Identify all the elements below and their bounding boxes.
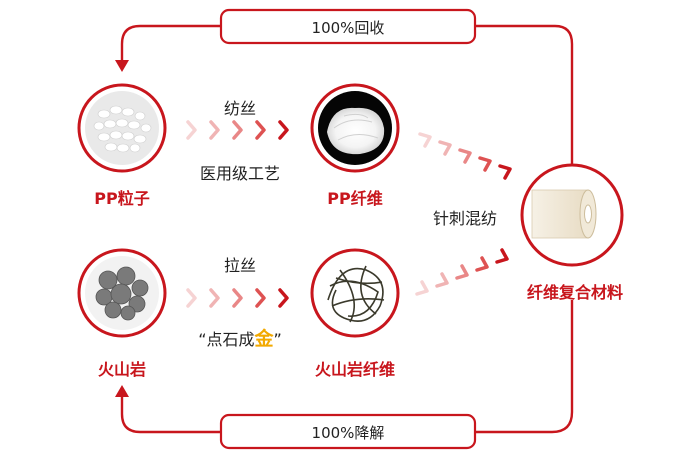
basalt-node — [77, 248, 167, 338]
white-fiber-ball-icon — [327, 107, 385, 155]
recycle-loop — [120, 24, 574, 434]
needle-blend-label: 针刺混纺 — [432, 209, 497, 228]
basalt-fiber-title: 火山岩纤维 — [314, 360, 395, 379]
bottom-loop-line-left — [120, 395, 222, 434]
gold-character: 金 — [254, 328, 274, 350]
quote-close: ” — [273, 330, 282, 349]
quote-open: “ — [198, 330, 207, 349]
basalt-title: 火山岩 — [97, 360, 146, 379]
pp-particle-node — [77, 83, 167, 173]
top-loop-line-right — [475, 24, 574, 165]
bottom-loop-line-right — [475, 300, 574, 434]
composite-node — [520, 163, 624, 267]
pp-fiber-title: PP纤维 — [327, 189, 383, 208]
stone-to-gold-text: 点石成 — [206, 330, 255, 349]
dark-fiber-tangle-icon — [327, 265, 385, 323]
basalt-fiber-node — [310, 248, 400, 338]
recycle-label: 100%回收 — [311, 19, 385, 37]
upper-diagonal-arrows — [418, 132, 512, 180]
white-pellets-icon — [93, 105, 152, 153]
composite-title: 纤维复合材料 — [526, 283, 623, 302]
bottom-loop-arrowhead — [115, 385, 129, 397]
top-loop-line — [120, 24, 222, 62]
gray-volcanic-rocks-icon — [95, 266, 149, 321]
top-loop-arrowhead — [115, 60, 129, 72]
lower-diagonal-arrows — [415, 248, 509, 296]
pp-particle-title: PP粒子 — [94, 189, 150, 208]
top-loop-box — [219, 8, 477, 45]
bottom-process-arrows — [186, 288, 289, 308]
fabric-roll-icon — [531, 189, 597, 239]
stone-to-gold-label: “点石成金” — [160, 324, 320, 351]
bottom-loop-box — [219, 413, 477, 450]
top-process-arrows — [186, 120, 289, 140]
spinning-label: 纺丝 — [223, 99, 256, 118]
pp-fiber-node — [310, 83, 400, 173]
medical-process-label: 医用级工艺 — [199, 164, 280, 183]
drawing-label: 拉丝 — [223, 256, 256, 275]
degrade-label: 100%降解 — [311, 424, 385, 442]
